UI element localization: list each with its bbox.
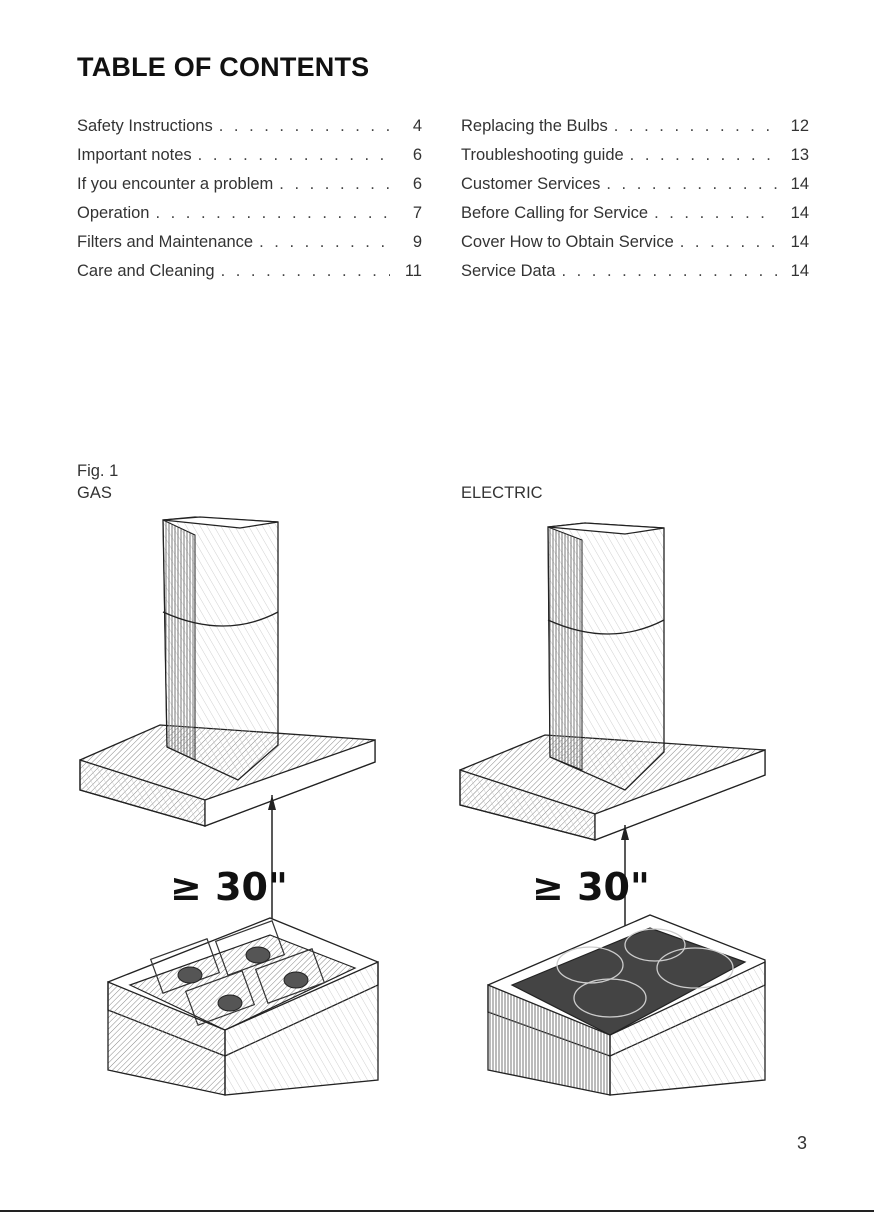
toc-entry-label: Replacing the Bulbs [461, 117, 608, 135]
toc-leader-dots [219, 117, 390, 136]
toc-entry-label: Operation [77, 204, 150, 222]
toc-entry[interactable]: Service Data 14 [461, 262, 809, 291]
toc-entry-label: Troubleshooting guide [461, 146, 624, 164]
toc-entry-page: 14 [790, 204, 809, 222]
page-title: TABLE OF CONTENTS [77, 52, 370, 82]
toc-entry[interactable]: Before Calling for Service 14 [461, 204, 809, 233]
toc-leader-dots [606, 175, 777, 194]
toc-entry-page: 14 [790, 175, 809, 193]
gas-cooktop [107, 917, 379, 1096]
electric-clearance-label: ≥ 30" [532, 865, 650, 909]
toc-entry-label: Cover How to Obtain Service [461, 233, 674, 251]
toc-entry-page: 7 [412, 204, 422, 222]
toc-leader-dots [654, 204, 777, 223]
toc-entry-page: 9 [412, 233, 422, 251]
toc-entry-page: 13 [790, 146, 809, 164]
toc-leader-dots [680, 233, 777, 252]
toc-entry[interactable]: Safety Instructions 4 [77, 117, 422, 146]
toc-entry[interactable]: Cover How to Obtain Service 14 [461, 233, 809, 262]
toc-column-right: Replacing the Bulbs 12 Troubleshooting g… [461, 117, 809, 291]
page-number: 3 [796, 1133, 807, 1153]
toc-leader-dots [614, 117, 777, 136]
toc-column-left: Safety Instructions 4 Important notes 6 … [77, 117, 422, 291]
page-bottom-rule [0, 1210, 874, 1212]
range-hood-illustration: ≥ 30" ≥ 30" [79, 516, 766, 1096]
toc-leader-dots [259, 233, 390, 252]
toc-entry-label: If you encounter a problem [77, 175, 274, 193]
toc-entry[interactable]: Operation 7 [77, 204, 422, 233]
toc-leader-dots [279, 175, 390, 194]
toc-entry-page: 4 [412, 117, 422, 135]
toc-entry-label: Important notes [77, 146, 192, 164]
toc-entry[interactable]: If you encounter a problem 6 [77, 175, 422, 204]
toc-entry-page: 14 [790, 262, 809, 280]
toc-entry-page: 6 [412, 146, 422, 164]
toc-leader-dots [155, 204, 390, 223]
toc-leader-dots [198, 146, 390, 165]
toc-entry-label: Care and Cleaning [77, 262, 215, 280]
gas-hood [79, 516, 376, 827]
electric-caption: ELECTRIC [461, 484, 543, 502]
toc-entry-page: 6 [412, 175, 422, 193]
toc-entry-page: 11 [404, 262, 422, 280]
toc-entry[interactable]: Important notes 6 [77, 146, 422, 175]
gas-clearance-label: ≥ 30" [170, 865, 288, 909]
toc-leader-dots [630, 146, 777, 165]
toc-entry[interactable]: Filters and Maintenance 9 [77, 233, 422, 262]
toc-entry-label: Filters and Maintenance [77, 233, 254, 251]
toc-entry-label: Service Data [461, 262, 556, 280]
toc-entry-page: 14 [790, 233, 809, 251]
toc-entry[interactable]: Troubleshooting guide 13 [461, 146, 809, 175]
toc-entry[interactable]: Replacing the Bulbs 12 [461, 117, 809, 146]
toc-leader-dots [561, 262, 777, 281]
toc-leader-dots [221, 262, 390, 281]
toc-entry-page: 12 [790, 117, 809, 135]
toc-entry-label: Before Calling for Service [461, 204, 649, 222]
figure-label: Fig. 1 [77, 462, 119, 480]
electric-hood [459, 522, 766, 841]
toc-entry[interactable]: Customer Services 14 [461, 175, 809, 204]
toc-entry[interactable]: Care and Cleaning 11 [77, 262, 422, 291]
toc-entry-label: Safety Instructions [77, 117, 213, 135]
toc-entry-label: Customer Services [461, 175, 601, 193]
gas-caption: GAS [77, 484, 112, 502]
electric-cooktop [487, 914, 766, 1096]
